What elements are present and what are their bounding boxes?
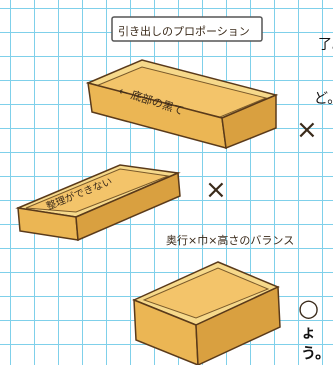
drawer-balanced-mark: ○ bbox=[298, 294, 319, 322]
title-label: 引き出しのプロポーション bbox=[111, 16, 263, 42]
title-label-text: 引き出しのプロポーション bbox=[118, 24, 250, 38]
edge-text-3: ょう。 bbox=[301, 323, 331, 362]
drawer-balanced-caption: 奥行×巾×高さのバランス bbox=[166, 233, 294, 247]
drawer-long-mark: × bbox=[296, 115, 318, 145]
drawer-shallow-mark: × bbox=[205, 175, 227, 205]
drawer-balanced bbox=[132, 261, 281, 365]
drawer-long: ← 底部の黒て bbox=[85, 59, 279, 150]
drawer-shallow: 整理ができない bbox=[15, 164, 181, 242]
edge-text-2: ど。 bbox=[314, 91, 333, 107]
edge-text-1: 了。 bbox=[318, 37, 333, 53]
